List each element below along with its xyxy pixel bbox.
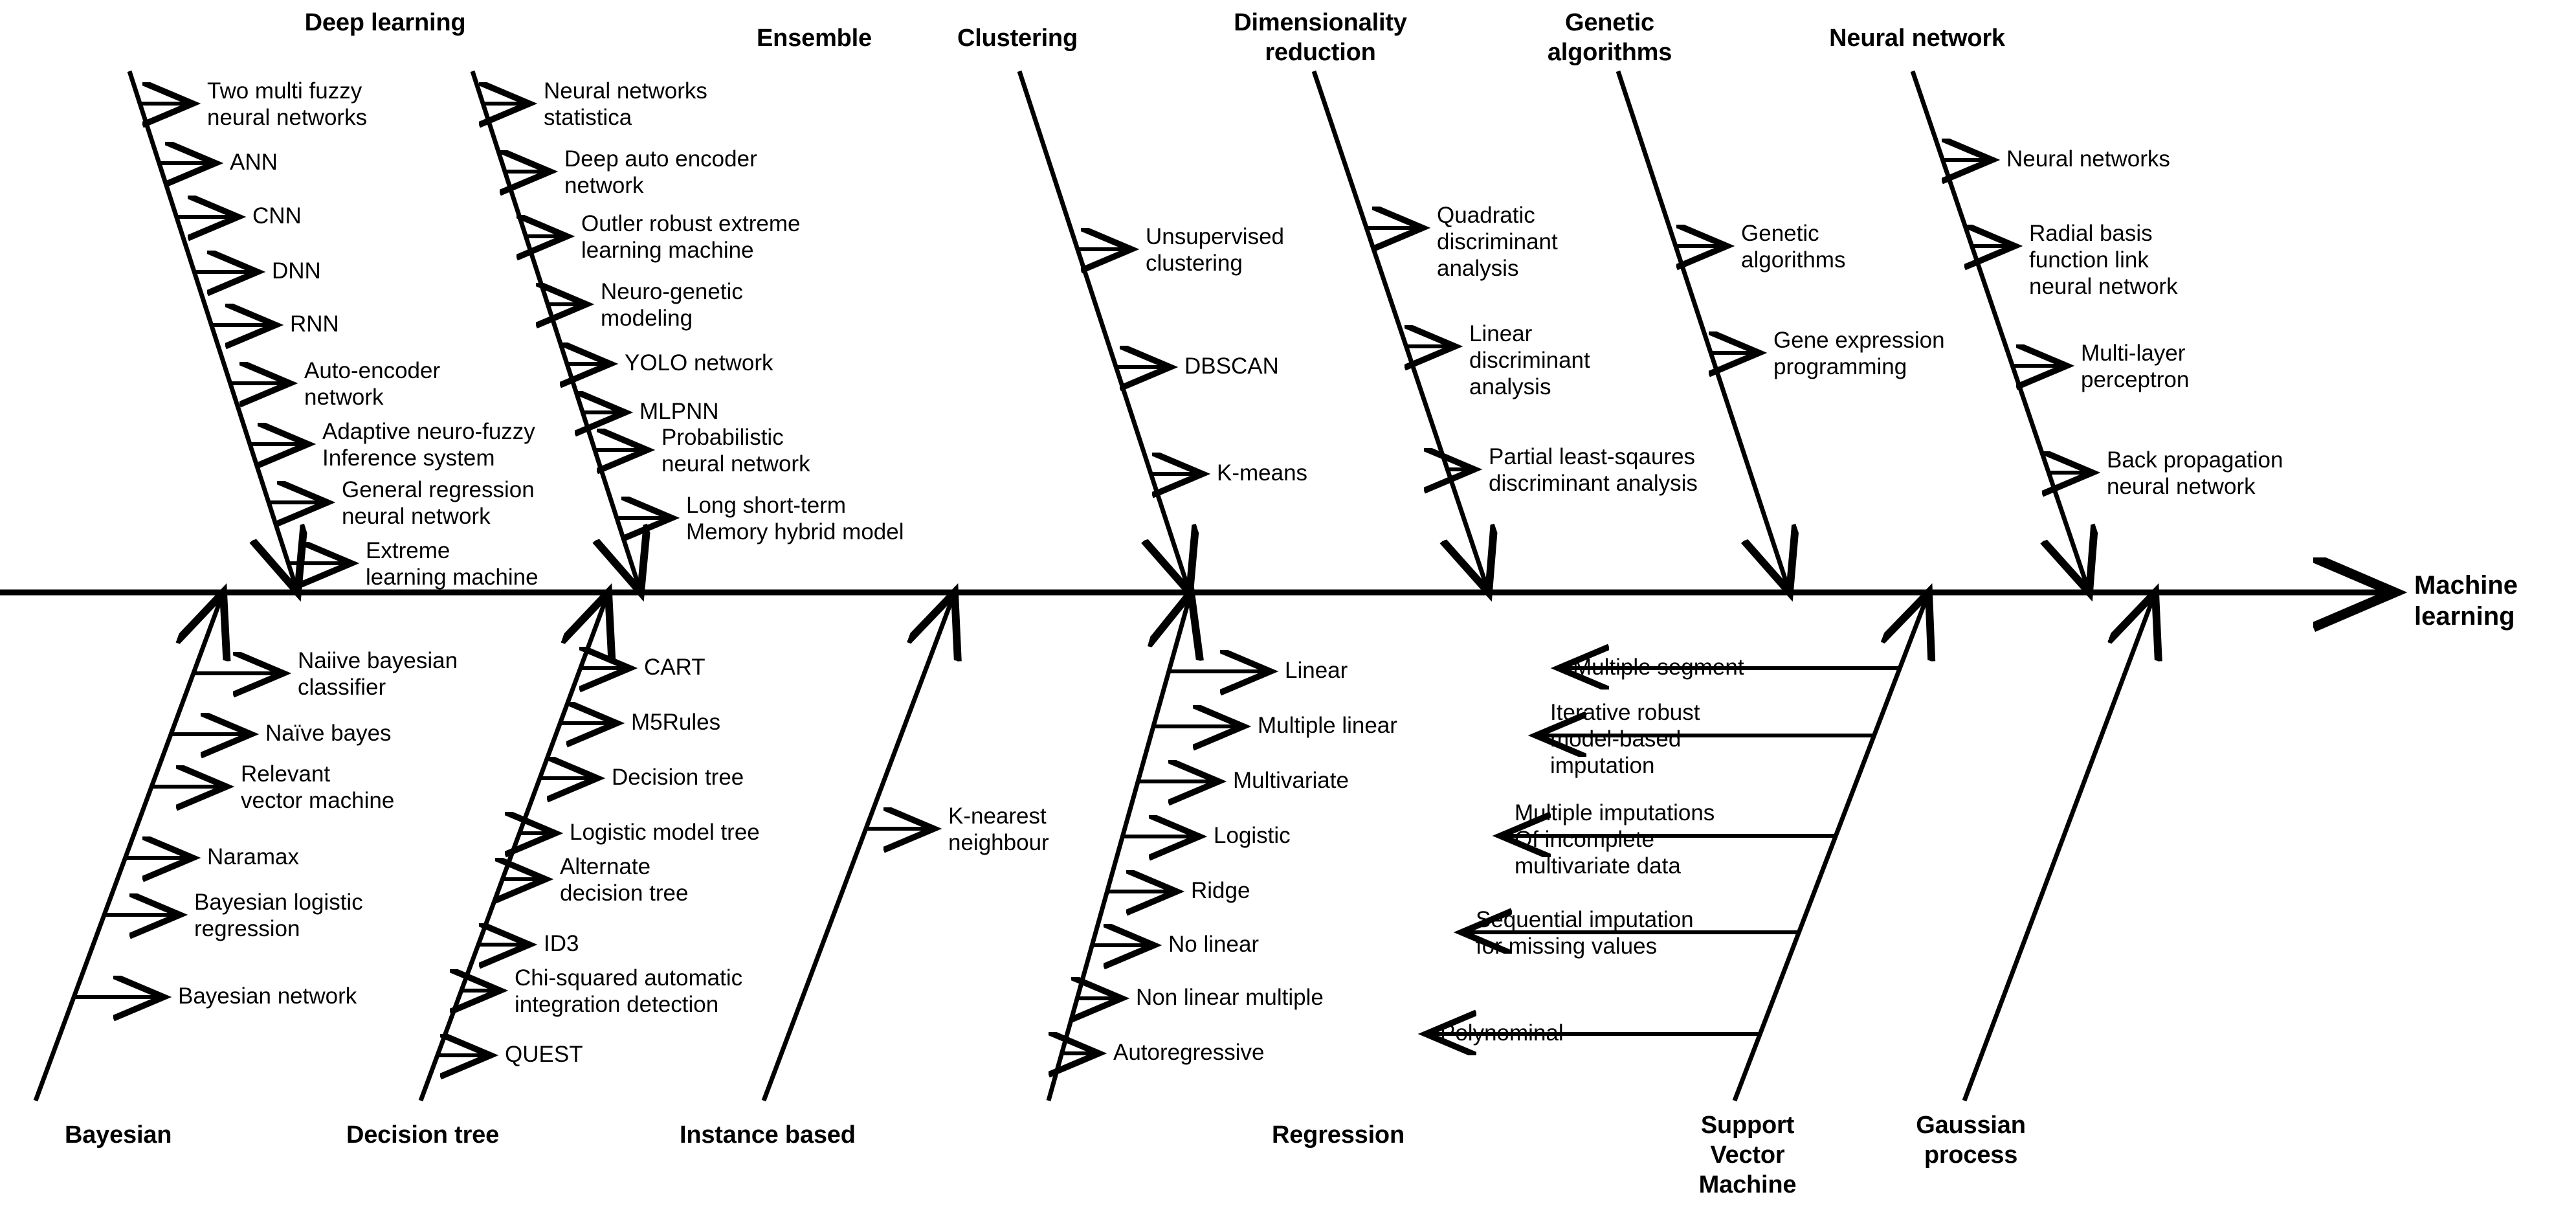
bone-clustering [1017,70,1190,592]
sub-item-clustering-1: DBSCAN [1184,353,1279,379]
sub-item-regression-4: Ridge [1191,878,1250,903]
bone-instance-based [761,592,955,1102]
category-label-deep-learning: Deep learning [304,9,466,36]
sub-item-deep-learning-1: ANN [230,150,278,175]
sub-item-neural-network-0: Neural networks [2006,146,2170,172]
category-label-clustering: Clustering [957,25,1078,52]
sub-item-deep-learning-7: General regression neural network [342,477,535,529]
sub-item-decision-tree-0: CART [644,655,705,680]
sub-item-ensemble-4: YOLO network [625,350,773,376]
sub-item-deep-learning-3: DNN [272,258,321,284]
sub-item-decision-tree-5: ID3 [544,931,579,956]
sub-item-dimensionality-reduction-0: Quadratic discriminant analysis [1437,203,1558,281]
sub-item-deep-learning-4: RNN [290,311,339,337]
sub-item-deep-learning-6: Adaptive neuro-fuzzy Inference system [322,419,535,471]
sub-item-deep-learning-0: Two multi fuzzy neural networks [207,78,368,130]
category-label-neural-network: Neural network [1829,25,2005,52]
sub-item-decision-tree-3: Logistic model tree [570,820,760,845]
category-label-dimensionality-reduction: Dimensionality reduction [1234,9,1407,66]
category-label-gaussian-process: Gaussian process [1916,1112,2026,1169]
sub-item-dimensionality-reduction-1: Linear discriminant analysis [1469,321,1590,399]
bone-gaussian-process [1962,592,2155,1102]
sub-item-bayesian-3: Naramax [207,844,299,870]
bone-dimensionality-reduction [1311,70,1489,592]
category-label-regression: Regression [1272,1121,1405,1149]
sub-item-deep-learning-8: Extreme learning machine [366,538,539,590]
sub-item-dimensionality-reduction-2: Partial least-sqaures discriminant analy… [1489,444,1698,496]
sub-item-ensemble-0: Neural networks statistica [544,78,707,130]
sub-item-genetic-algorithms-1: Gene expression programming [1773,328,1945,379]
category-label-instance-based: Instance based [680,1121,856,1149]
category-label-decision-tree: Decision tree [346,1121,500,1149]
bone-bayesian [33,592,223,1102]
sub-item-regression-7: Autoregressive [1113,1040,1265,1065]
sub-item-ensemble-5: MLPNN [639,399,719,424]
sub-item-bayesian-4: Bayesian logistic regression [194,890,363,941]
sub-item-support-vector-machine-4: Polynominal [1440,1020,1564,1046]
sub-item-decision-tree-2: Decision tree [612,765,744,790]
sub-item-support-vector-machine-1: Iterative robust model-based imputation [1550,700,1700,778]
sub-item-clustering-0: Unsupervised clustering [1146,224,1284,276]
category-label-support-vector-machine: Support Vector Machine [1698,1112,1797,1198]
bone-deep-learning [127,70,298,592]
sub-item-decision-tree-4: Alternate decision tree [560,854,689,906]
sub-item-ensemble-6: Probabilistic neural network [661,425,810,477]
sub-item-support-vector-machine-0: Multiple segment [1573,655,1744,680]
sub-item-instance-based-0: K-nearest neighbour [948,803,1049,855]
sub-item-ensemble-3: Neuro-genetic modeling [601,279,743,331]
sub-item-bayesian-0: Naiive bayesian classifier [298,648,458,700]
sub-item-regression-2: Multivariate [1233,768,1349,793]
sub-item-clustering-2: K-means [1217,460,1308,486]
sub-item-decision-tree-7: QUEST [505,1042,583,1067]
bone-group [33,70,2155,1102]
sub-item-ensemble-2: Outler robust extreme learning machine [581,211,801,263]
sub-item-ensemble-7: Long short-term Memory hybrid model [686,493,904,544]
sub-item-neural-network-3: Back propagation neural network [2107,447,2283,499]
sub-item-regression-0: Linear [1285,658,1348,683]
bone-support-vector-machine [1732,592,1929,1102]
sub-item-deep-learning-5: Auto-encoder network [304,358,441,410]
category-label-ensemble: Ensemble [757,25,872,52]
spine-label-machine-learning: Machine learning [2414,571,2518,631]
sub-item-bayesian-1: Naïve bayes [265,721,392,746]
sub-item-deep-learning-2: CNN [252,203,302,229]
bone-genetic-algorithms [1616,70,1790,592]
bone-regression [1046,592,1191,1101]
sub-item-neural-network-2: Multi-layer perceptron [2081,341,2190,392]
sub-item-ensemble-1: Deep auto encoder network [564,146,757,198]
sub-item-neural-network-1: Radial basis function link neural networ… [2029,221,2178,299]
sub-item-regression-6: Non linear multiple [1136,985,1324,1010]
category-label-bayesian: Bayesian [65,1121,172,1149]
sub-item-support-vector-machine-2: Multiple imputations Of incomplete multi… [1515,800,1715,879]
sub-item-decision-tree-6: Chi-squared automatic integration detect… [515,965,743,1017]
sub-item-bayesian-5: Bayesian network [178,983,357,1009]
sub-item-support-vector-machine-3: Sequential imputation for missing values [1476,907,1694,959]
sub-item-regression-3: Logistic [1214,823,1291,848]
sub-item-decision-tree-1: M5Rules [631,710,721,735]
sub-item-genetic-algorithms-0: Genetic algorithms [1741,221,1846,273]
sub-item-regression-5: No linear [1168,932,1260,957]
category-label-genetic-algorithms: Genetic algorithms [1547,9,1672,66]
sub-item-regression-1: Multiple linear [1258,713,1397,738]
sub-item-bayesian-2: Relevant vector machine [241,761,395,813]
